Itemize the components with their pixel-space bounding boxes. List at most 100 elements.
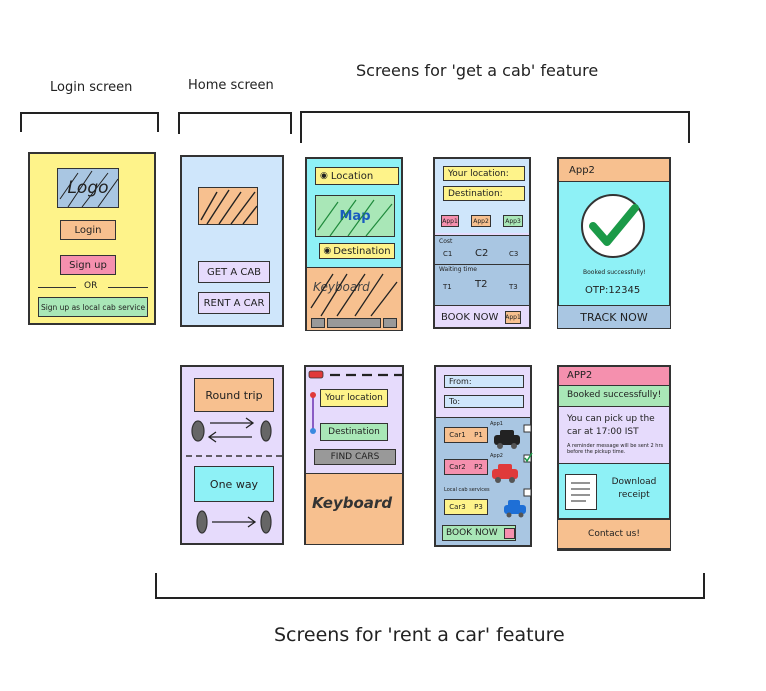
destination-field[interactable]: ◉ Destination <box>319 243 395 259</box>
download-panel[interactable]: Download receipt <box>559 463 669 519</box>
time-2: T2 <box>475 279 488 290</box>
location-pin-icon: ◉ <box>320 171 328 181</box>
or-line-left <box>38 287 76 288</box>
bracket-get-a-cab <box>300 111 690 143</box>
app2-label: App2 <box>490 453 503 459</box>
cost-label: Cost <box>439 238 453 245</box>
booked-message: Booked successfully! <box>583 269 646 276</box>
find-cars-button[interactable]: FIND CARS <box>314 449 396 465</box>
cab-options-screen: Your location: Destination: App1 App2 Ap… <box>433 157 531 329</box>
car-option-1-price: P1 <box>474 431 483 439</box>
car-option-2[interactable]: Car2 P2 <box>444 459 488 475</box>
rent-a-car-button[interactable]: RENT A CAR <box>198 292 270 314</box>
keyboard-area[interactable]: Keyboard <box>306 473 402 544</box>
otp-text: OTP:12345 <box>585 285 641 296</box>
car-option-3[interactable]: Car3 P3 <box>444 499 488 515</box>
reminder-note: A reminder message will be sent 2 hrs be… <box>567 443 665 455</box>
app1-label: App1 <box>490 421 503 427</box>
time-1: T1 <box>443 283 452 291</box>
rent-booked-screen: APP2 Booked successfully! You can pick u… <box>557 365 671 551</box>
car-option-3-name: Car3 <box>449 503 466 511</box>
car-option-2-name: Car2 <box>449 463 466 471</box>
or-divider: OR <box>38 281 148 292</box>
top-car-icon <box>308 370 402 379</box>
track-now-button[interactable]: TRACK NOW <box>557 305 671 329</box>
destination-field-label: Destination <box>333 245 391 257</box>
time-3: T3 <box>509 283 518 291</box>
signup-button[interactable]: Sign up <box>60 255 116 275</box>
heading-rent-a-car: Screens for 'rent a car' feature <box>274 624 565 646</box>
receipt-lines <box>571 482 590 502</box>
map-scribble <box>317 199 393 236</box>
rent-list-screen: From: To: App1 Car1 P1 App2 Car2 P2 Loca… <box>434 365 533 547</box>
to-field[interactable]: To: <box>444 395 524 408</box>
route-line <box>310 392 316 434</box>
waiting-label: Waiting time <box>439 266 477 273</box>
reminder-text: A reminder message will be sent 2 hrs be… <box>567 443 664 455</box>
app-header-title: APP2 <box>567 370 593 381</box>
bracket-login <box>20 112 159 132</box>
keyboard-spacebar[interactable] <box>327 318 381 328</box>
location-field-label: Location <box>330 170 374 182</box>
login-screen: Logo Login Sign up OR Sign up as local c… <box>28 152 156 325</box>
contact-us-button[interactable]: Contact us! <box>557 519 671 549</box>
app-header-title: App2 <box>569 165 595 176</box>
checkmark-shape <box>589 204 639 246</box>
your-location-field[interactable]: Your location: <box>443 166 525 181</box>
keyboard-key[interactable] <box>311 318 325 328</box>
or-text: OR <box>84 281 98 291</box>
home-image-placeholder <box>198 187 258 225</box>
signup-local-button[interactable]: Sign up as local cab service <box>38 297 148 317</box>
home-image-scribble <box>200 189 257 224</box>
your-location-field[interactable]: Your location <box>320 389 388 407</box>
car-option-1-name: Car1 <box>449 431 466 439</box>
app-option-3[interactable]: App3 <box>503 215 523 227</box>
round-trip-button[interactable]: Round trip <box>194 378 274 412</box>
cost-1: C1 <box>443 250 453 258</box>
heading-home-screen: Home screen <box>188 78 274 93</box>
bracket-home <box>178 112 292 134</box>
waiting-row: Waiting time T1 T2 T3 <box>435 265 529 306</box>
get-a-cab-button[interactable]: GET A CAB <box>198 261 270 283</box>
cost-3: C3 <box>509 250 519 258</box>
book-now-button[interactable]: BOOK NOW <box>442 525 516 541</box>
cab-location-screen: ◉ Location Map ◉ Destination Keyboard <box>305 157 403 331</box>
from-field[interactable]: From: <box>444 375 524 388</box>
location-field[interactable]: ◉ Location <box>315 167 399 185</box>
app-header: APP2 <box>559 367 669 386</box>
heading-login-screen: Login screen <box>50 80 133 95</box>
round-trip-arrows <box>186 417 282 534</box>
book-now-button[interactable]: BOOK NOW <box>441 312 499 323</box>
keyboard-label: Keyboard <box>312 494 393 512</box>
receipt-icon <box>565 474 597 510</box>
app-option-1[interactable]: App1 <box>441 215 459 227</box>
pickup-info: You can pick up the car at 17:00 IST <box>567 413 663 439</box>
keyboard-scribble <box>310 273 398 317</box>
home-screen: GET A CAB RENT A CAR <box>180 155 284 327</box>
destination-field[interactable]: Destination: <box>443 186 525 201</box>
heading-get-a-cab: Screens for 'get a cab' feature <box>356 61 599 80</box>
car-option-2-price: P2 <box>474 463 483 471</box>
local-cab-label: Local cab services <box>444 487 490 493</box>
map-area[interactable]: Map <box>315 195 395 237</box>
login-button[interactable]: Login <box>60 220 116 240</box>
keyboard-key[interactable] <box>383 318 397 328</box>
rent-search-screen: Your location Destination FIND CARS Keyb… <box>304 365 404 545</box>
booked-banner: Booked successfully! <box>559 386 669 407</box>
book-now-label: BOOK NOW <box>446 528 498 538</box>
one-way-button[interactable]: One way <box>194 466 274 502</box>
cab-booked-screen: App2 Booked successfully! OTP:12345 TRAC… <box>557 157 671 329</box>
keyboard-area[interactable]: Keyboard <box>307 267 401 330</box>
car-option-3-price: P3 <box>474 503 483 511</box>
cost-2: C2 <box>475 248 489 259</box>
bracket-rent-a-car <box>155 573 705 599</box>
or-line-right <box>108 287 148 288</box>
app-option-2[interactable]: App2 <box>471 215 491 227</box>
pickup-text: You can pick up the car at 17:00 IST <box>567 414 655 437</box>
car-option-1[interactable]: Car1 P1 <box>444 427 488 443</box>
download-text: Download receipt <box>611 477 657 500</box>
download-label: Download receipt <box>603 476 665 502</box>
app-header: App2 <box>559 159 669 182</box>
destination-field[interactable]: Destination <box>320 423 388 441</box>
car-icons <box>492 424 533 518</box>
